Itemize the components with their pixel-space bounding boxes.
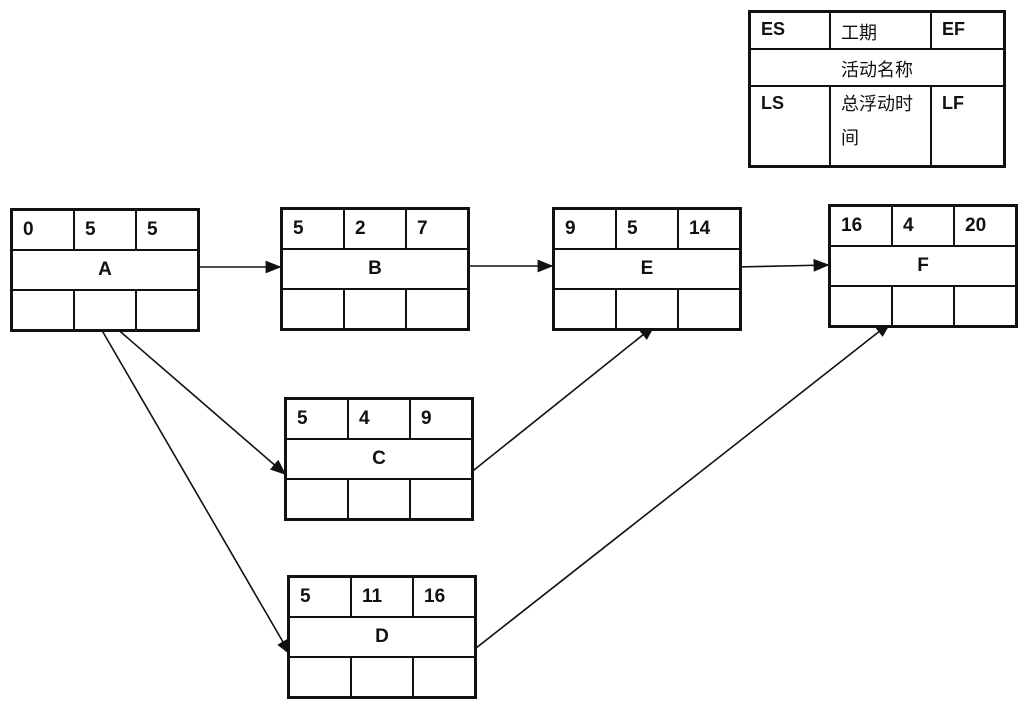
arrow-c-to-e (468, 325, 656, 475)
ls-cell (289, 657, 351, 697)
legend-box: ES 工期 EF 活动名称 LS 总浮动时间 LF (748, 10, 1006, 168)
lf-cell (136, 290, 198, 330)
es-cell: 16 (830, 206, 892, 246)
float-cell (351, 657, 413, 697)
legend-ef: EF (931, 12, 1004, 49)
activity-node-b: 5 2 7 B (280, 207, 470, 331)
arrow-e-to-f (734, 258, 830, 272)
es-cell: 9 (554, 209, 616, 249)
activity-name: F (830, 246, 1016, 286)
duration-cell: 5 (616, 209, 678, 249)
lf-cell (954, 286, 1016, 326)
arrow-a-to-c (114, 326, 287, 476)
legend-lf: LF (931, 86, 1004, 166)
ls-cell (282, 289, 344, 329)
duration-cell: 2 (344, 209, 406, 249)
legend-duration: 工期 (830, 12, 931, 49)
activity-name: E (554, 249, 740, 289)
ef-cell: 7 (406, 209, 468, 249)
activity-name: A (12, 250, 198, 290)
arrow-a-to-d (99, 326, 291, 656)
lf-cell (410, 479, 472, 519)
es-cell: 5 (286, 399, 348, 439)
activity-node-c: 5 4 9 C (284, 397, 474, 521)
ls-cell (12, 290, 74, 330)
duration-cell: 4 (892, 206, 954, 246)
activity-node-e: 9 5 14 E (552, 207, 742, 331)
es-cell: 5 (289, 577, 351, 617)
lf-cell (406, 289, 468, 329)
duration-cell: 11 (351, 577, 413, 617)
ef-cell: 9 (410, 399, 472, 439)
ls-cell (286, 479, 348, 519)
ls-cell (830, 286, 892, 326)
legend-ls: LS (750, 86, 830, 166)
ls-cell (554, 289, 616, 329)
es-cell: 0 (12, 210, 74, 250)
activity-name: C (286, 439, 472, 479)
duration-cell: 4 (348, 399, 410, 439)
float-cell (344, 289, 406, 329)
lf-cell (413, 657, 475, 697)
float-cell (348, 479, 410, 519)
activity-node-d: 5 11 16 D (287, 575, 477, 699)
activity-node-a: 0 5 5 A (10, 208, 200, 332)
legend-total-float: 总浮动时间 (830, 86, 931, 166)
float-cell (892, 286, 954, 326)
legend-es: ES (750, 12, 830, 49)
arrow-d-to-f (470, 322, 892, 653)
ef-cell: 16 (413, 577, 475, 617)
ef-cell: 5 (136, 210, 198, 250)
ef-cell: 14 (678, 209, 740, 249)
ef-cell: 20 (954, 206, 1016, 246)
float-cell (616, 289, 678, 329)
activity-node-f: 16 4 20 F (828, 204, 1018, 328)
lf-cell (678, 289, 740, 329)
es-cell: 5 (282, 209, 344, 249)
legend-activity-name: 活动名称 (750, 49, 1004, 86)
activity-name: D (289, 617, 475, 657)
float-cell (74, 290, 136, 330)
activity-name: B (282, 249, 468, 289)
duration-cell: 5 (74, 210, 136, 250)
